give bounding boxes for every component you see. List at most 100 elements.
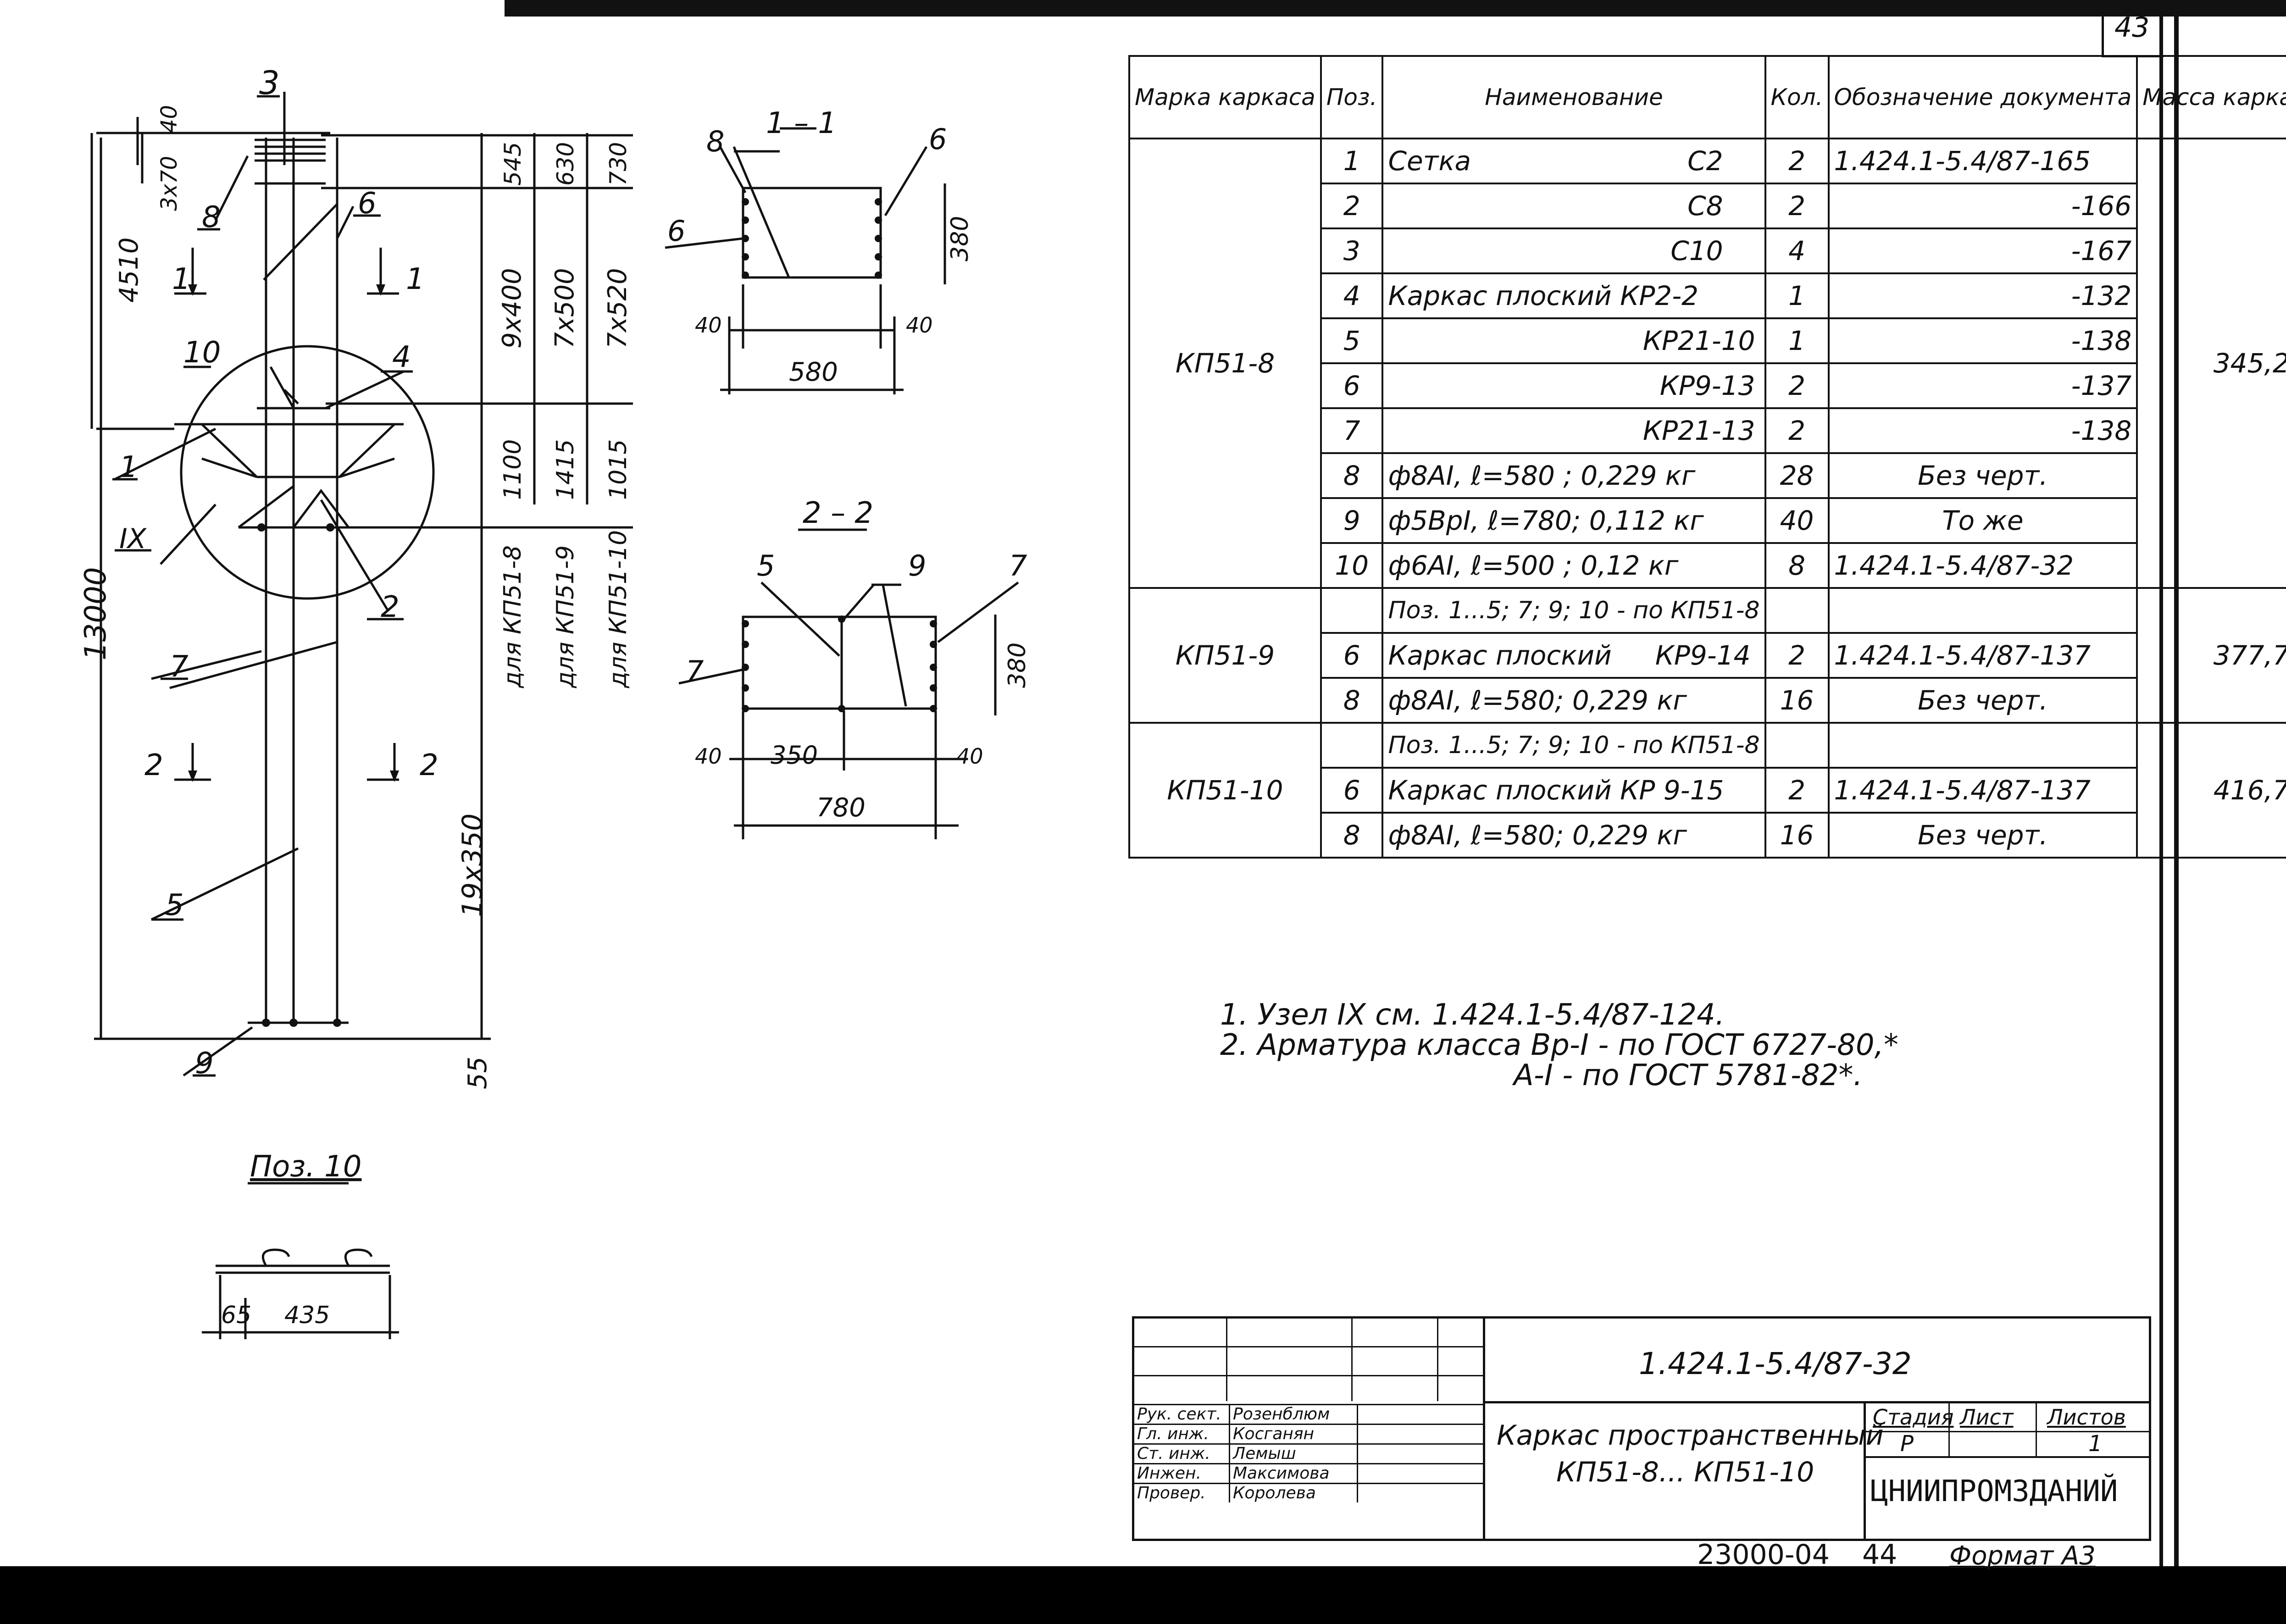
callout-1: 1 bbox=[119, 450, 138, 484]
pos-cell bbox=[1320, 722, 1384, 769]
table-row: 10 ф6АI, ℓ=500 ; 0,12 кг 8 1.424.1-5.4/8… bbox=[1129, 542, 2286, 589]
doc-cell: -138 bbox=[1827, 317, 2138, 364]
s11-callout-8: 8 bbox=[706, 125, 724, 158]
table-row: 4 Каркас плоский КР2-2 1 -132 bbox=[1129, 272, 2286, 319]
col-header-pos: Поз. bbox=[1320, 55, 1384, 139]
s11-dim-580: 580 bbox=[789, 357, 838, 387]
pos-cell: 2 bbox=[1320, 183, 1384, 229]
sheets-value: 1 bbox=[2088, 1431, 2103, 1457]
dim-19x350: 19х350 bbox=[456, 814, 488, 917]
s11-dim-40-right: 40 bbox=[906, 313, 933, 338]
table-row: 8 ф8АI, ℓ=580 ; 0,229 кг 28 Без черт. bbox=[1129, 452, 2286, 499]
pos-cell: 1 bbox=[1320, 138, 1384, 184]
pos-cell bbox=[1320, 587, 1384, 634]
qty-cell: 16 bbox=[1764, 812, 1830, 859]
dim-1015: 1015 bbox=[605, 439, 632, 500]
dim-730: 730 bbox=[605, 142, 632, 186]
pos-cell: 8 bbox=[1320, 812, 1384, 859]
dim-7x500: 7х500 bbox=[550, 268, 580, 349]
pos-cell: 6 bbox=[1320, 632, 1384, 679]
scan-bottom-strip bbox=[0, 1566, 2286, 1624]
dim-3x70: 3х70 bbox=[156, 156, 182, 211]
document-designation: 1.424.1-5.4/87-32 bbox=[1639, 1346, 1912, 1381]
qty-cell: 2 bbox=[1764, 632, 1830, 679]
note-1: 1. Узел IX см. 1.424.1-5.4/87-124. bbox=[1220, 998, 1725, 1032]
pos-cell: 6 bbox=[1320, 767, 1384, 814]
page-number: 43 bbox=[2114, 11, 2150, 44]
name-cell: ф8АI, ℓ=580; 0,229 кг bbox=[1382, 812, 1766, 859]
col-header-name: Наименование bbox=[1382, 55, 1766, 139]
role: Рук. сект. bbox=[1137, 1405, 1221, 1424]
note-for-kp51-8: для КП51-8 bbox=[499, 545, 527, 688]
poz10-dim-65: 65 bbox=[221, 1302, 251, 1329]
doc-cell: -137 bbox=[1827, 362, 2138, 409]
table-row: КП51-9 Поз. 1...5; 7; 9; 10 - по КП51-8 … bbox=[1128, 587, 2286, 724]
table-row: 8 ф8АI, ℓ=580; 0,229 кг 16 Без черт. bbox=[1129, 812, 2286, 859]
doc-cell: -138 bbox=[1827, 407, 2138, 454]
doc-cell: -132 bbox=[1827, 272, 2138, 319]
dim-55: 55 bbox=[463, 1057, 493, 1089]
pos-cell: 8 bbox=[1320, 452, 1384, 499]
qty-cell: 1 bbox=[1764, 272, 1830, 319]
dim-1100: 1100 bbox=[499, 439, 527, 500]
section-mark-1-left: 1 bbox=[172, 262, 191, 296]
signature-mark bbox=[1357, 1484, 1443, 1502]
archive-sheet: 44 bbox=[1862, 1539, 1898, 1571]
name-mark: КР21-10 bbox=[1642, 325, 1755, 356]
qty-cell: 2 bbox=[1764, 183, 1830, 229]
name-cell: КР9-13 bbox=[1382, 362, 1766, 409]
pos-cell: 10 bbox=[1320, 542, 1384, 589]
name-cell: КР21-10 bbox=[1382, 317, 1766, 364]
reinforcement-drawing: 3 8 6 10 4 1 IX 2 7 5 9 1 1 2 2 40 3х70 … bbox=[79, 64, 1031, 1339]
doc-cell: Без черт. bbox=[1827, 452, 2138, 499]
callout-8: 8 bbox=[202, 200, 221, 234]
person: Лемыш bbox=[1229, 1445, 1357, 1463]
role: Ст. инж. bbox=[1137, 1444, 1210, 1463]
s11-callout-6-left: 6 bbox=[667, 214, 685, 248]
signature-grid: Рук. сект.Розенблюм Гл. инж.Косганян Ст.… bbox=[1134, 1319, 1483, 1539]
s22-dim-780: 780 bbox=[816, 793, 866, 823]
signature-row: Гл. инж.Косганян bbox=[1134, 1425, 1483, 1445]
callout-2: 2 bbox=[381, 590, 399, 624]
doc-cell: -167 bbox=[1827, 227, 2138, 274]
callout-9: 9 bbox=[195, 1047, 214, 1081]
dim-4510: 4510 bbox=[114, 237, 144, 303]
table-row: 7 КР21-13 2 -138 bbox=[1129, 407, 2286, 454]
doc-cell: 1.424.1-5.4/87-165 bbox=[1827, 138, 2138, 184]
name-text: Сетка bbox=[1388, 145, 1471, 177]
qty-cell: 2 bbox=[1764, 362, 1830, 409]
doc-cell bbox=[1827, 587, 2138, 634]
signature-row: Ст. инж. Лемыш bbox=[1134, 1445, 1483, 1464]
pos-cell: 9 bbox=[1320, 497, 1384, 544]
doc-cell: Без черт. bbox=[1827, 677, 2138, 724]
s22-dim-40-left: 40 bbox=[695, 744, 722, 769]
signature-row: Рук. сект.Розенблюм bbox=[1134, 1405, 1483, 1425]
format-label: Формат А3 bbox=[1949, 1541, 2096, 1571]
pos-cell: 3 bbox=[1320, 227, 1384, 274]
col-header-mass: Масса каркаса, кг bbox=[2136, 55, 2286, 139]
s22-callout-9: 9 bbox=[908, 549, 926, 582]
doc-cell: 1.424.1-5.4/87-137 bbox=[1827, 767, 2138, 814]
sheet-label: Лист bbox=[1960, 1405, 2014, 1430]
s22-callout-7-left: 7 bbox=[686, 654, 704, 688]
dim-7x520: 7х520 bbox=[603, 268, 633, 349]
mass-cell: 377,7 bbox=[2136, 587, 2286, 724]
role: Провер. bbox=[1137, 1484, 1206, 1502]
name-cell: Каркас плоский КР2-2 bbox=[1382, 272, 1766, 319]
name-mark: С8 bbox=[1687, 190, 1723, 222]
name-cell: Поз. 1...5; 7; 9; 10 - по КП51-8 bbox=[1382, 722, 1766, 769]
table-row: 6 Каркас плоский КР 9-15 2 1.424.1-5.4/8… bbox=[1129, 767, 2286, 814]
name-cell: КР21-13 bbox=[1382, 407, 1766, 454]
mass-cell: 416,7 bbox=[2136, 722, 2286, 859]
name-mark: КР21-13 bbox=[1642, 415, 1755, 446]
signature-row: Инжен.Максимова bbox=[1134, 1464, 1483, 1484]
section-1-1-title: 1 – 1 bbox=[766, 106, 837, 140]
qty-cell: 2 bbox=[1764, 407, 1830, 454]
table-row: 8 ф8АI, ℓ=580; 0,229 кг 16 Без черт. bbox=[1129, 677, 2286, 724]
person: Максимова bbox=[1229, 1464, 1357, 1483]
doc-cell: Без черт. bbox=[1827, 812, 2138, 859]
sheets-label: Листов bbox=[2047, 1405, 2126, 1430]
